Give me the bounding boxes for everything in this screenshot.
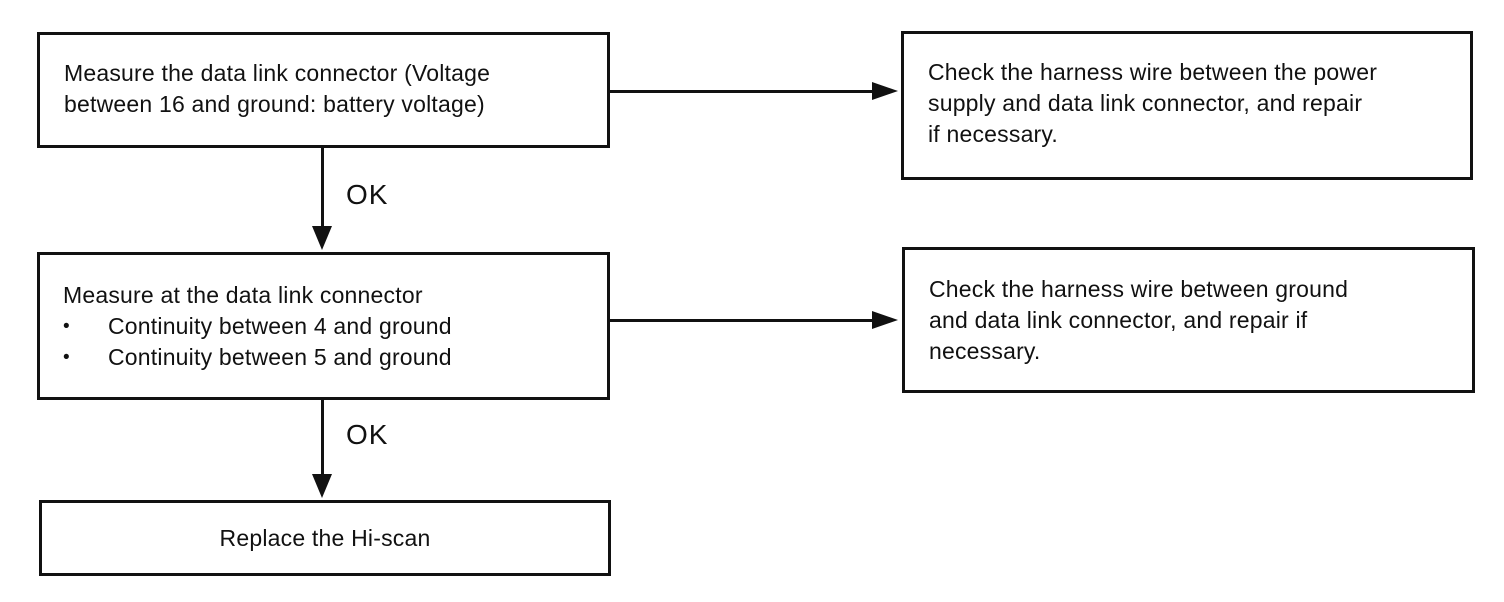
bullet-icon: • xyxy=(63,316,70,337)
flow-box-text-line: Check the harness wire between the power xyxy=(928,59,1378,85)
edge-label-ok-2: OK xyxy=(346,419,389,450)
flow-box-replace-hiscan: Replace the Hi-scan xyxy=(39,500,611,576)
flow-box-text-line: supply and data link connector, and repa… xyxy=(928,90,1363,116)
bullet-item-text: Continuity between 4 and ground xyxy=(108,313,452,339)
flow-box-text-line: and data link connector, and repair if xyxy=(929,307,1308,333)
arrow-right-line-2 xyxy=(610,319,874,322)
flow-box-measure-continuity: Measure at the data link connector • Con… xyxy=(37,252,610,400)
bullet-item: • Continuity between 5 and ground xyxy=(63,342,591,373)
arrow-down-head-icon xyxy=(312,226,332,250)
flow-box-text-line: Measure the data link connector (Voltage xyxy=(64,60,491,86)
bullet-icon: • xyxy=(63,347,70,368)
arrow-down-line-2 xyxy=(321,400,324,478)
bullet-item-text: Continuity between 5 and ground xyxy=(108,344,452,370)
flow-box-text-line: Check the harness wire between ground xyxy=(929,276,1349,302)
flow-box-measure-voltage: Measure the data link connector (Voltage… xyxy=(37,32,610,148)
arrow-right-line-1 xyxy=(610,90,874,93)
flow-box-check-ground-harness: Check the harness wire between ground an… xyxy=(902,247,1475,393)
arrow-down-line-1 xyxy=(321,148,324,228)
flow-box-text-line: necessary. xyxy=(929,338,1041,364)
edge-label-ok-1: OK xyxy=(346,179,389,210)
flow-box-text-line: between 16 and ground: battery voltage) xyxy=(64,91,485,117)
flow-box-text-line: Measure at the data link connector xyxy=(63,282,423,308)
bullet-item: • Continuity between 4 and ground xyxy=(63,311,591,342)
flow-box-text-line: if necessary. xyxy=(928,121,1058,147)
arrow-right-head-icon xyxy=(872,311,898,329)
flow-box-check-power-harness: Check the harness wire between the power… xyxy=(901,31,1473,180)
arrow-right-head-icon xyxy=(872,82,898,100)
arrow-down-head-icon xyxy=(312,474,332,498)
flow-box-text-line: Replace the Hi-scan xyxy=(219,524,431,551)
